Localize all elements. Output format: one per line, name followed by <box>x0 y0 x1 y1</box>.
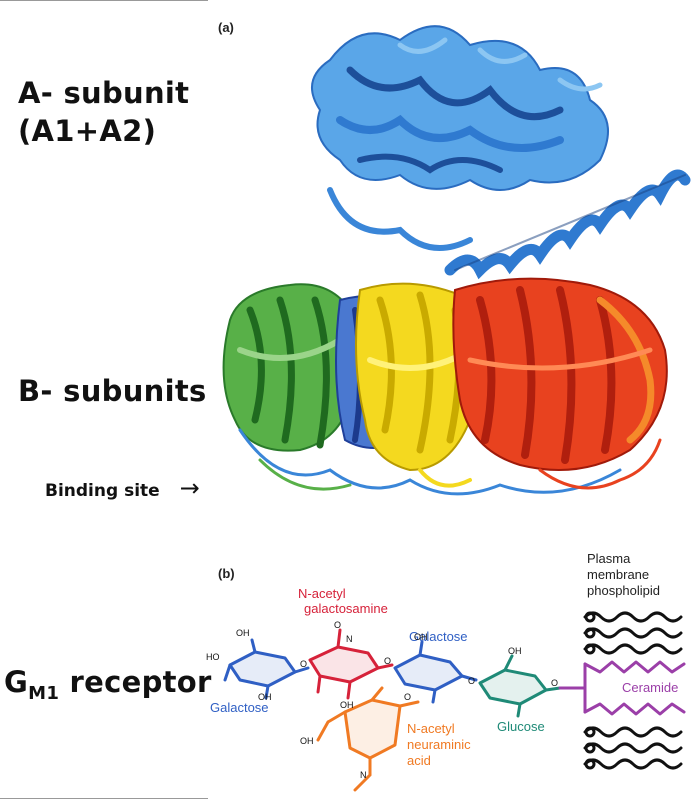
plasma-label-1: Plasma <box>587 551 631 566</box>
neu5ac-label-1: N-acetyl <box>407 721 455 736</box>
atom-oh-6: OH <box>300 736 314 746</box>
atom-o-5: O <box>551 678 558 688</box>
gm1-labels: N-acetyl galactosamine Galactose Galacto… <box>206 551 678 780</box>
atom-o-6: O <box>404 692 411 702</box>
galactose-left-label: Galactose <box>210 700 269 715</box>
gm1-rest: receptor <box>59 665 212 699</box>
galnac-ring <box>308 628 394 700</box>
top-rule <box>0 0 208 1</box>
neu5ac-ring <box>316 686 420 792</box>
glucose-ring <box>478 654 562 718</box>
atom-oh-4: OH <box>414 632 428 642</box>
gm1-schematic <box>223 611 686 792</box>
b-subunits-label: B- subunits <box>18 374 207 408</box>
galactose-top-label: Galactose <box>409 629 468 644</box>
galactose-left-ring <box>223 638 310 700</box>
atom-oh-5: OH <box>508 646 522 656</box>
a-subunit-line2: (A1+A2) <box>18 114 157 148</box>
a-subunit-line1: A- subunit <box>18 76 190 110</box>
atom-o-2: O <box>334 620 341 630</box>
a-subunit-label: A- subunit (A1+A2) <box>18 76 189 148</box>
a-subunit-ribbon <box>311 25 691 280</box>
ceramide-label: Ceramide <box>622 680 678 695</box>
binding-site-text: Binding site <box>45 481 160 501</box>
glucose-label: Glucose <box>497 719 545 734</box>
neu5ac-label-2: neuraminic <box>407 737 471 752</box>
ceramide-chains <box>558 660 686 716</box>
panel-b-tag: (b) <box>218 566 235 581</box>
gm1-g: G <box>4 665 29 699</box>
atom-n-2: N <box>360 770 367 780</box>
bottom-rule <box>0 798 208 799</box>
gm1-subscript: M1 <box>28 682 60 704</box>
binding-site-arrow: → <box>179 474 200 502</box>
phospholipid-tails <box>583 611 683 770</box>
atom-oh-3: OH <box>340 700 354 710</box>
binding-site-label: Binding site → <box>45 474 200 502</box>
atom-n-1: N <box>346 634 353 644</box>
atom-oh-1: OH <box>236 628 250 638</box>
atom-ho-1: HO <box>206 652 220 662</box>
atom-o-1: O <box>300 659 307 669</box>
galnac-label-2: galactosamine <box>304 601 388 616</box>
gm1-receptor-label: GM1 receptor <box>4 665 212 704</box>
b-subunits-ribbon <box>222 277 668 496</box>
neu5ac-label-3: acid <box>407 753 431 768</box>
plasma-label-2: membrane <box>587 567 649 582</box>
panel-a-tag: (a) <box>218 20 234 35</box>
galactose-top-ring <box>393 640 478 704</box>
atom-o-4: O <box>468 676 475 686</box>
atom-o-3: O <box>384 656 391 666</box>
atom-oh-2: OH <box>258 692 272 702</box>
galnac-label-1: N-acetyl <box>298 586 346 601</box>
plasma-label-3: phospholipid <box>587 583 660 598</box>
